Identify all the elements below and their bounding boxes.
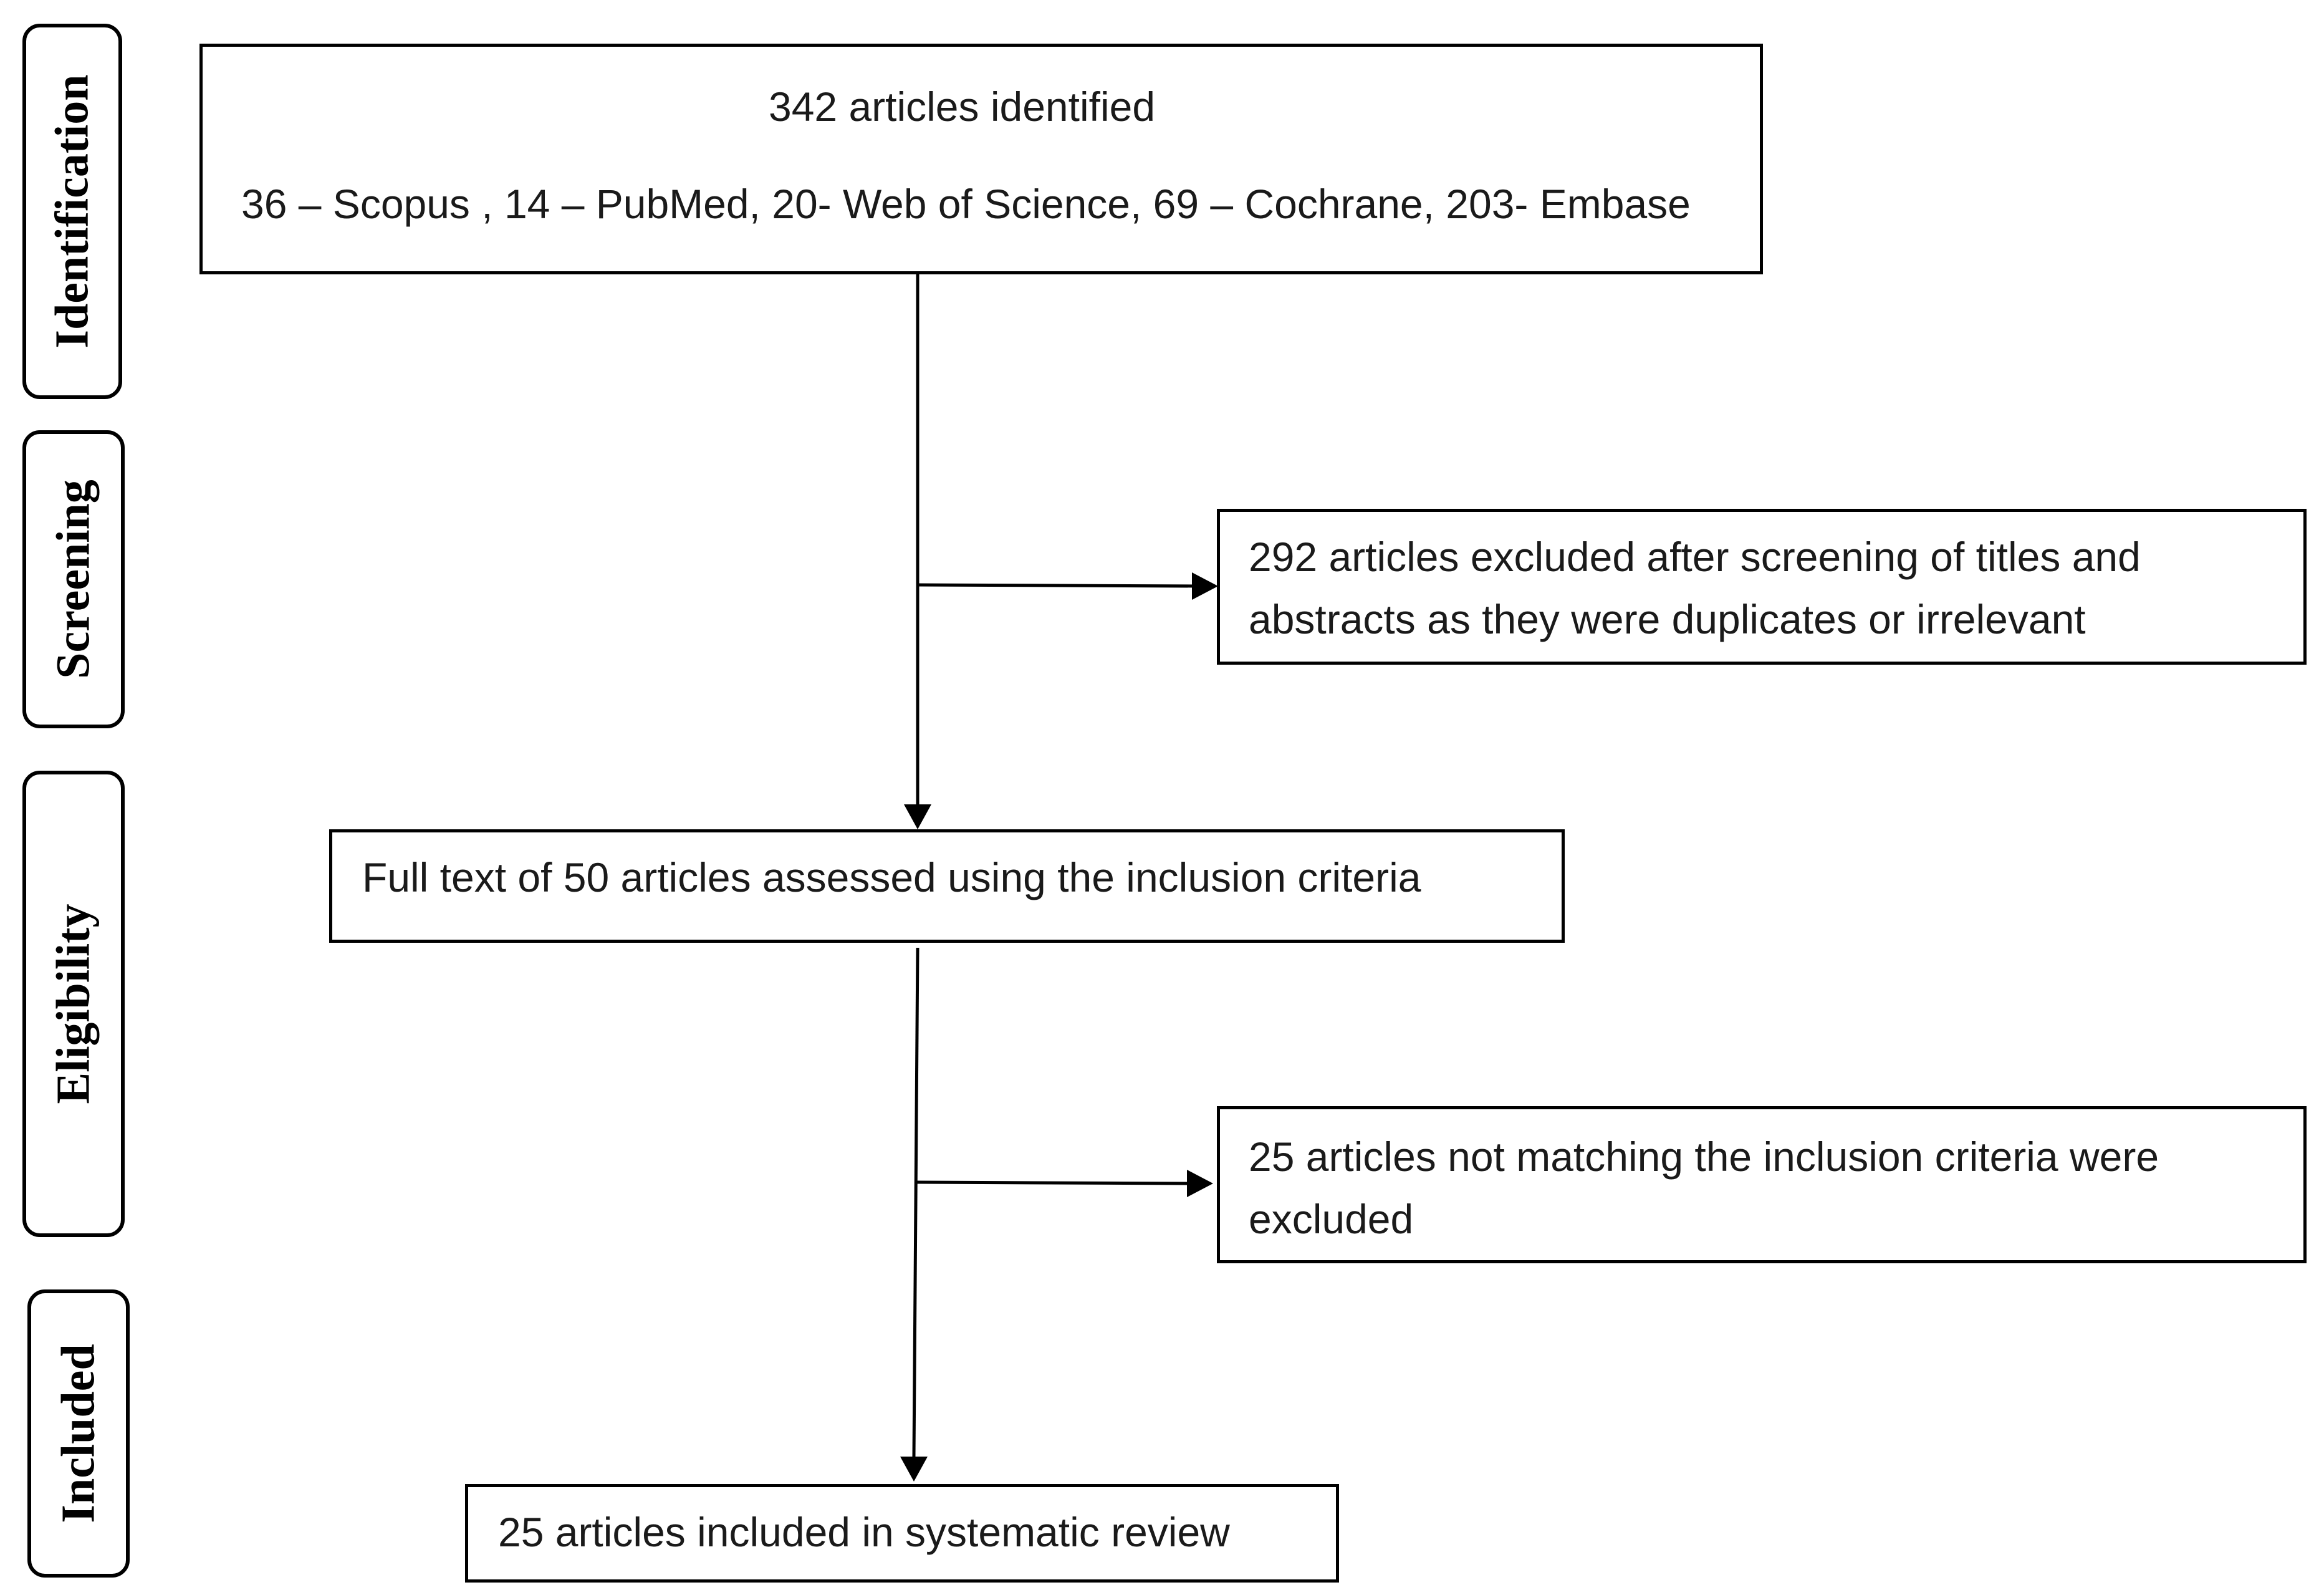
stage-tab-identification: Identification bbox=[22, 24, 122, 399]
screening-excluded-box: 292 articles excluded after screening of… bbox=[1217, 509, 2307, 665]
stage-tab-eligibility: Eligibility bbox=[22, 771, 125, 1237]
eligibility-excluded-text-line2: excluded bbox=[1249, 1196, 1414, 1242]
stage-tab-included: Included bbox=[27, 1289, 130, 1578]
included-box: 25 articles included in systematic revie… bbox=[465, 1484, 1339, 1583]
arrowhead-screening-excluded bbox=[1192, 572, 1218, 600]
identified-count-text: 342 articles identified bbox=[769, 84, 1156, 130]
eligibility-excluded-text-line1: 25 articles not matching the inclusion c… bbox=[1249, 1134, 2159, 1180]
included-text: 25 articles included in systematic revie… bbox=[498, 1509, 1230, 1555]
eligibility-excluded-box: 25 articles not matching the inclusion c… bbox=[1217, 1106, 2307, 1263]
arrowhead-fulltext bbox=[904, 804, 931, 829]
arrowhead-eligibility-excluded bbox=[1187, 1170, 1213, 1197]
full-text-box: Full text of 50 articles assessed using … bbox=[329, 829, 1565, 943]
screening-excluded-text-line1: 292 articles excluded after screening of… bbox=[1249, 534, 2141, 580]
full-text-assessed-text: Full text of 50 articles assessed using … bbox=[362, 854, 1421, 900]
identified-box: 342 articles identified 36 – Scopus , 14… bbox=[199, 44, 1763, 274]
arrow-to-eligibility-excluded bbox=[916, 1180, 1191, 1185]
stage-tab-screening: Screening bbox=[22, 430, 125, 728]
arrow-to-screening-excluded bbox=[917, 583, 1198, 588]
arrowhead-included bbox=[900, 1457, 928, 1482]
arrow-fulltext-to-included bbox=[912, 947, 920, 1457]
identified-sources-text: 36 – Scopus , 14 – PubMed, 20- Web of Sc… bbox=[241, 181, 1691, 227]
screening-excluded-text-line2: abstracts as they were duplicates or irr… bbox=[1249, 596, 2086, 642]
